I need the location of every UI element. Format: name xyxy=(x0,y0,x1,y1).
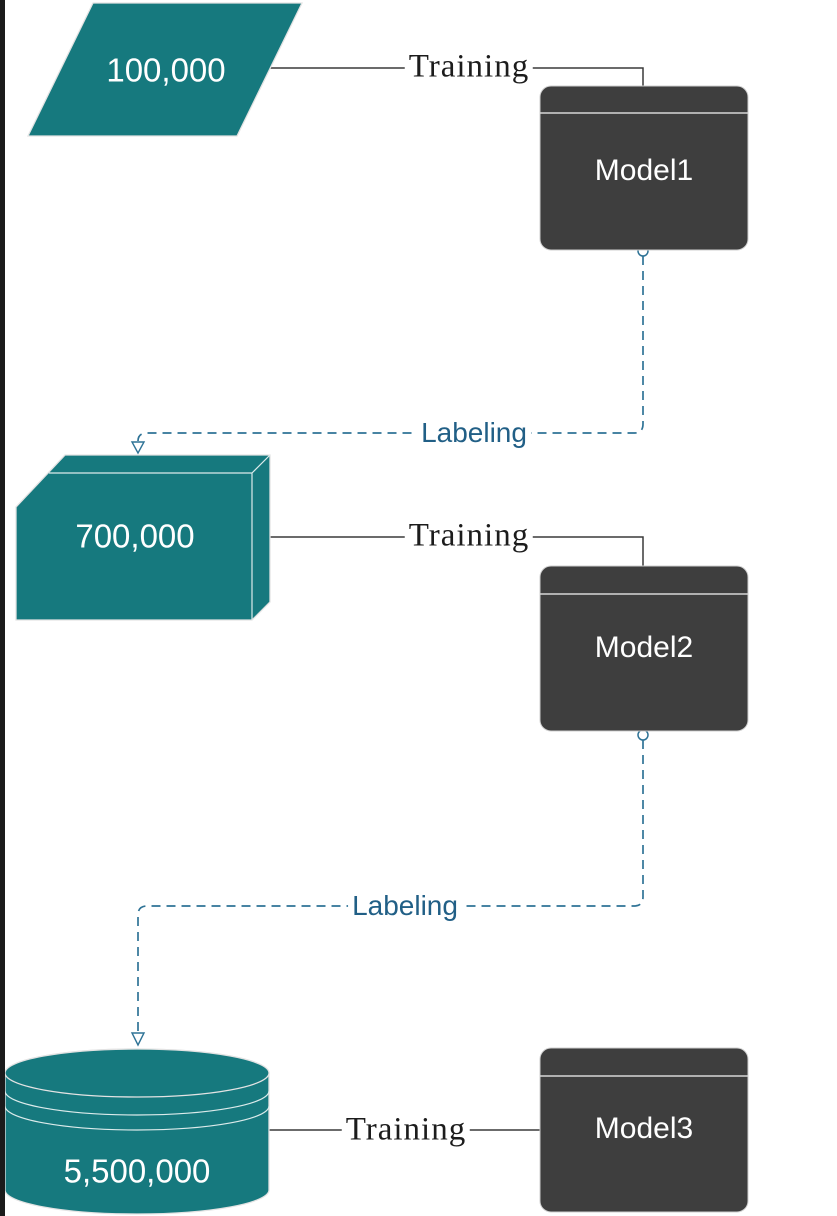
node-dataset3-cylinder-top xyxy=(4,1048,270,1098)
node-dataset3-cylinder-disk-lines xyxy=(4,1090,270,1131)
node-dataset2-label: 700,000 xyxy=(75,517,195,555)
node-dataset2-cube-inner-lines xyxy=(49,454,271,620)
edge-training2-label: Training xyxy=(404,518,534,554)
edge-labeling1-line xyxy=(137,256,644,442)
edge-training2-line xyxy=(270,536,644,566)
node-dataset2-cube xyxy=(15,454,271,621)
node-model3-label: Model3 xyxy=(594,1112,694,1145)
edge-labeling1-label: Labeling xyxy=(417,418,531,448)
node-dataset1-parallelogram xyxy=(26,2,304,137)
node-model1-box xyxy=(539,85,749,251)
edge-labeling2-line xyxy=(137,740,644,1032)
edge-labeling1-arrowhead-icon xyxy=(130,441,146,455)
node-model3-box xyxy=(539,1047,749,1213)
edge-labeling2-arrowhead-icon xyxy=(130,1032,146,1047)
node-model2-box xyxy=(539,565,749,732)
node-dataset1-label: 100,000 xyxy=(106,51,226,89)
node-dataset3-cylinder xyxy=(4,1048,270,1215)
edge-training3-label: Training xyxy=(341,1112,471,1148)
node-model1-label: Model1 xyxy=(594,154,694,187)
edge-labeling2-label: Labeling xyxy=(348,891,462,921)
left-edge-strip xyxy=(0,0,5,1216)
node-model2-label: Model2 xyxy=(594,631,694,664)
edge-training1-line xyxy=(270,67,644,86)
edge-training1-label: Training xyxy=(404,49,534,85)
node-dataset3-label: 5,500,000 xyxy=(63,1152,211,1190)
